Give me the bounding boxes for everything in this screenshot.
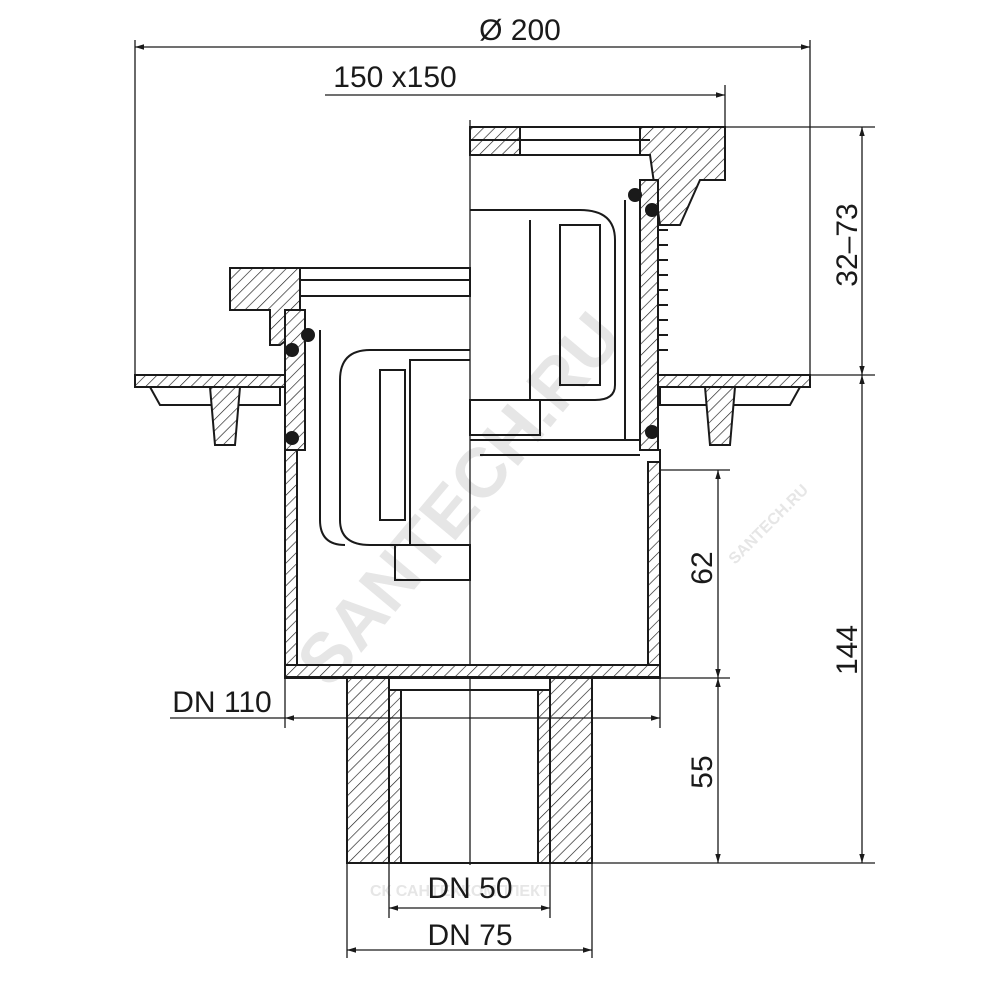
- label-height-adjust: 32–73: [831, 203, 864, 286]
- trap-stem-right: [469, 399, 541, 436]
- watermark-bottom: СК САНТЕХКОМПЛЕКТ: [370, 883, 550, 900]
- watermark-main: SANTECH.RU: [282, 298, 637, 700]
- seal-ring-right-1: [645, 203, 659, 217]
- label-dn50: DN 50: [427, 872, 512, 905]
- trap-stem-left: [394, 544, 471, 581]
- flange-right: [654, 374, 811, 388]
- flange-left-rib: [208, 386, 242, 446]
- odour-trap-left: [339, 349, 470, 546]
- seal-ring-left-2: [285, 431, 299, 445]
- sleeve-left: [284, 309, 306, 451]
- seal-ring-left-3: [301, 328, 315, 342]
- sleeve-corrugation: [658, 229, 668, 351]
- label-upper-body: 62: [686, 551, 719, 584]
- odour-trap-right: [470, 209, 616, 401]
- outlet-dn50-right: [537, 689, 551, 864]
- flange-right-rib: [703, 386, 737, 446]
- outlet-dn50-left: [388, 689, 402, 864]
- dimension-lines: [134, 40, 875, 958]
- label-grate-size: 150 x150: [333, 61, 456, 94]
- label-dn110: DN 110: [172, 686, 272, 719]
- body-floor: [284, 664, 661, 678]
- label-total-height: 144: [831, 625, 864, 675]
- sleeve-right: [639, 179, 659, 451]
- label-dn75: DN 75: [427, 919, 512, 952]
- label-diameter: Ø 200: [479, 14, 561, 47]
- seal-ring-left-1: [285, 343, 299, 357]
- body-wall-left: [284, 449, 298, 676]
- body-wall-right: [647, 461, 661, 676]
- label-outlet-length: 55: [686, 755, 719, 788]
- watermark-small: SANTECH.RU: [726, 482, 812, 568]
- seal-ring-right-3: [645, 425, 659, 439]
- outlet-dn75-left-wall: [346, 677, 390, 864]
- flange-left: [134, 374, 286, 388]
- outlet-dn75-right-wall: [549, 677, 593, 864]
- grate-left: [299, 267, 471, 297]
- seal-ring-right-2: [628, 188, 642, 202]
- dimension-labels: Ø 200 150 x150 32–73 144 62 55 DN 110 DN…: [172, 14, 864, 952]
- drain-body: [134, 120, 811, 865]
